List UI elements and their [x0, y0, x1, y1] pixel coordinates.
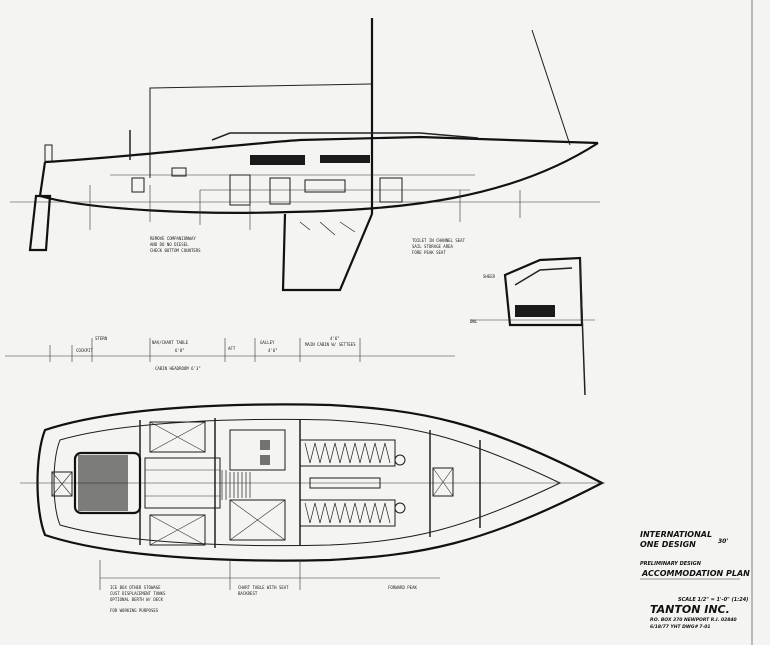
plan-hull-outline	[36, 403, 605, 562]
dim-label-2-sub: 6'8"	[175, 348, 185, 353]
note-left-3: CHECK BOTTOM COUNTERS	[150, 248, 201, 253]
dim-label-2: NAV/CHART TABLE	[152, 340, 189, 345]
dim-label-6-sub: 4'6"	[330, 336, 340, 341]
keel	[281, 213, 374, 292]
title-date-line: 6/18/77 YHT DWG# 7-01	[650, 624, 711, 630]
title-scale: SCALE 1/2" = 1'-0" (1:24)	[678, 597, 748, 603]
bottom-note-2: OPTIONAL BERTH W/ DECK	[110, 597, 164, 602]
stem-label-top: SHEER	[483, 274, 496, 279]
dim-label-7: CABIN HEADROOM 6'3"	[155, 366, 201, 371]
dim-label-6: MAIN CABIN W/ SETTEES	[305, 342, 356, 347]
cockpit	[73, 451, 142, 515]
bottom-note-4: BACKREST	[238, 591, 258, 596]
forestay	[531, 29, 571, 146]
title-plan-name: ACCOMMODATION PLAN	[641, 569, 750, 578]
title-design-line1: INTERNATIONAL	[640, 530, 712, 539]
bottom-note-1: CUST DISPLACEMENT TANKS	[110, 591, 166, 596]
dim-label-0: STERN	[95, 336, 108, 341]
note-left-1: REMOVE COMPANIONWAY	[150, 236, 196, 241]
profile-view: REMOVE COMPANIONWAY AND DO NO DIESEL CHE…	[10, 18, 600, 292]
title-design-line2: ONE DESIGN	[640, 540, 696, 549]
dim-label-4: GALLEY	[260, 340, 275, 345]
galley	[229, 429, 286, 471]
dim-label-3: AFT	[228, 346, 236, 351]
note-right-2: SAIL STORAGE AREA	[412, 244, 454, 249]
stem-label-bottom: DWL	[470, 319, 478, 324]
title-stage: PRELIMINARY DESIGN	[640, 561, 702, 567]
note-left-2: AND DO NO DIESEL	[150, 242, 189, 247]
title-block: INTERNATIONAL ONE DESIGN 30' PRELIMINARY…	[640, 530, 750, 630]
rudder	[28, 194, 52, 252]
title-address: P.O. BOX 370 NEWPORT R.I. 02840	[650, 617, 737, 623]
settee-port	[299, 439, 396, 467]
portlight-aft	[250, 155, 305, 165]
dimension-strip: STERN COCKPIT NAV/CHART TABLE 6'8" AFT G…	[5, 336, 455, 371]
portlight-fwd	[320, 155, 370, 163]
title-firm: TANTON INC.	[650, 603, 730, 616]
dim-label-5: 4'6"	[268, 348, 278, 353]
hull-bottom	[38, 142, 599, 214]
cabin-top	[211, 132, 479, 141]
bottom-note-0: ICE BOX OTHER STOWAGE	[110, 585, 161, 590]
title-design-size: 30'	[718, 538, 728, 545]
note-right-1: TOILET IN CHANNEL SEAT	[412, 238, 466, 243]
dining-table	[309, 477, 381, 489]
nav-table	[229, 499, 286, 541]
sheer-line	[44, 135, 599, 164]
forepeak-hatch	[432, 467, 454, 497]
stem-section-detail: SHEER DWL	[470, 256, 595, 396]
dim-label-1: COCKPIT	[76, 348, 93, 353]
plan-view	[20, 403, 605, 590]
bottom-note-6: FOR WORKING PURPOSES	[110, 608, 159, 613]
note-right-3: FORE PEAK SEAT	[412, 250, 446, 255]
bottom-notes: ICE BOX OTHER STOWAGE CUST DISPLACEMENT …	[110, 585, 417, 613]
settee-starboard	[299, 499, 396, 527]
bottom-note-5: FORWARD PEAK	[388, 585, 417, 590]
bottom-note-3: CHART TABLE WITH SEAT	[238, 585, 289, 590]
